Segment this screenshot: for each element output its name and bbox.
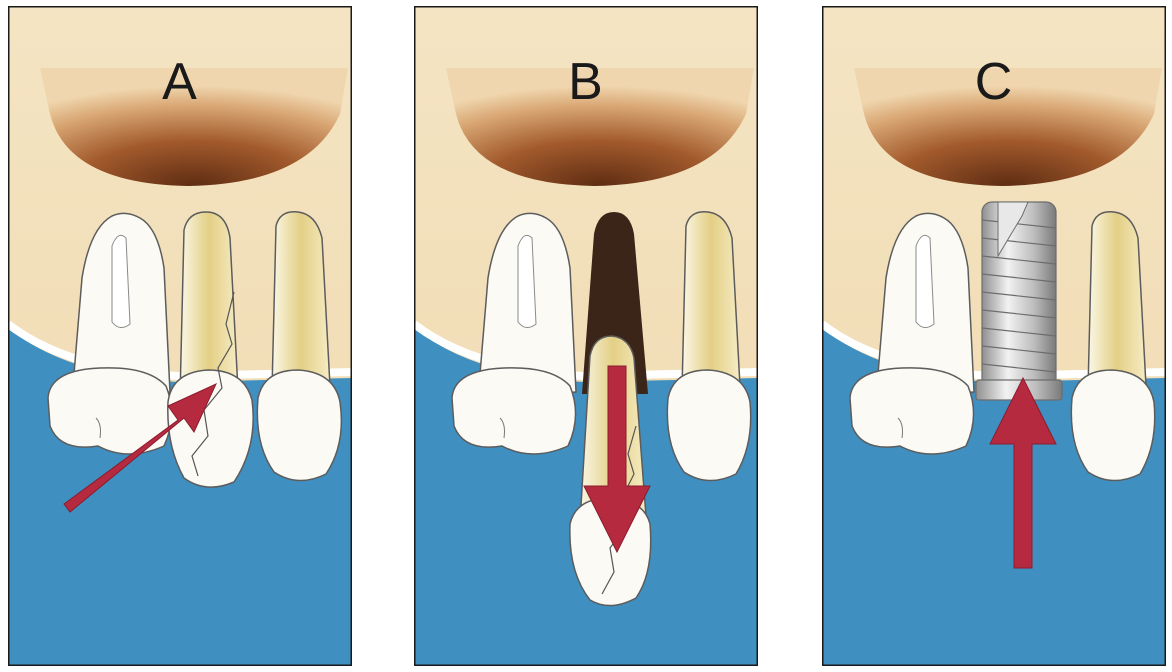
panel-label: B <box>414 52 758 112</box>
panel-label: C <box>822 52 1166 112</box>
dental-implant <box>976 202 1062 400</box>
panel-c: C <box>822 6 1166 666</box>
panel-b: B <box>414 6 758 666</box>
panel-label: A <box>8 52 352 112</box>
panel-a: A <box>8 6 352 666</box>
